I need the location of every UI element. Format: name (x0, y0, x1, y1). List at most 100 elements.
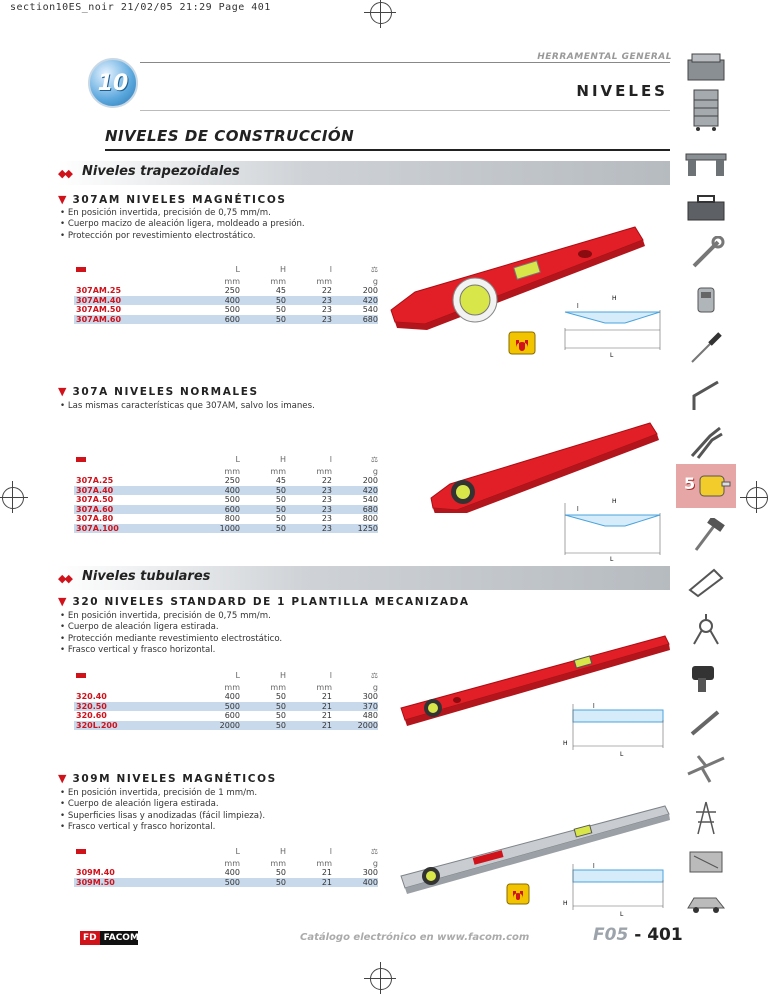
cell: 23 (286, 504, 332, 514)
bullet: Superficies lisas y anodizadas (fácil li… (60, 811, 265, 822)
weight-icon: ⚖ (370, 264, 378, 274)
cell: 50 (240, 295, 286, 305)
tool-cabinet-icon[interactable] (684, 88, 728, 132)
cell: 50 (275, 305, 286, 315)
unit: mm (316, 682, 332, 692)
ref: 309M.40 (76, 868, 115, 878)
bullet-list: Las mismas características que 307AM, sa… (60, 401, 315, 412)
crop-mark-right (746, 487, 768, 509)
electrical-pylon-icon[interactable] (684, 800, 728, 836)
brand-mark (74, 668, 194, 682)
puller-icon[interactable] (684, 612, 728, 648)
dim-L: L (620, 911, 624, 918)
cell: 500 (194, 877, 240, 887)
cell: 800 (224, 514, 240, 524)
cell: 50 (275, 692, 286, 702)
page-number: F05 - 401 (593, 925, 683, 945)
cell: 22 (321, 286, 332, 296)
col-header: H (279, 264, 286, 274)
bullet: Frasco vertical y frasco horizontal. (60, 645, 282, 656)
tape-measure-icon (699, 475, 731, 497)
group-title: Niveles tubulares (82, 569, 211, 584)
bullet: Frasco vertical y frasco horizontal. (60, 822, 265, 833)
aircraft-icon[interactable] (684, 750, 728, 786)
dimension-diagram: L l H (564, 295, 661, 359)
bullet: Cuerpo macizo de aleación ligera, moldea… (60, 219, 305, 230)
cell: 300 (362, 868, 378, 878)
page-prefix: F05 (593, 925, 629, 945)
col-header: L (235, 264, 240, 274)
triangle-down-icon: ▼ (58, 595, 67, 608)
hacksaw-icon[interactable] (684, 564, 728, 600)
crop-line (0, 497, 28, 498)
bullet: Cuerpo de aleación ligera estirada. (60, 799, 265, 810)
ref: 307A.60 (74, 504, 194, 514)
ref: 307AM.25 (76, 286, 122, 296)
hammer-icon[interactable] (684, 518, 728, 554)
cell: 23 (286, 485, 332, 495)
ref: 320L.200 (74, 720, 194, 730)
cell: 2000 (194, 720, 240, 730)
screwdriver-icon[interactable] (684, 330, 728, 366)
tool-set-icon[interactable] (684, 844, 728, 880)
cell: 400 (194, 485, 240, 495)
cell: 21 (286, 701, 332, 711)
level-320-image (400, 635, 670, 726)
unit: mm (270, 858, 286, 868)
ref: 307A.50 (76, 495, 114, 505)
dim-H: H (612, 295, 617, 302)
col-header: H (279, 454, 286, 464)
unit: mm (224, 466, 240, 476)
dim-l: l (577, 506, 579, 513)
cell: 45 (275, 286, 286, 296)
cell: 21 (286, 720, 332, 730)
pliers-icon[interactable] (684, 424, 728, 460)
toolbox-icon[interactable] (684, 190, 728, 226)
workbench-icon[interactable] (684, 144, 728, 180)
group-band-trapezoidal: ◆◆ Niveles trapezoidales (58, 161, 670, 185)
product-title-text: 307A NIVELES NORMALES (72, 386, 259, 398)
crop-line (364, 978, 396, 979)
bullet-list: En posición invertida, precisión de 1 mm… (60, 788, 265, 834)
section-label: HERRAMENTAL GENERAL (537, 52, 672, 62)
ref: 307AM.50 (76, 305, 122, 315)
print-header: section10ES_noir 21/02/05 21:29 Page 401 (10, 2, 271, 13)
hex-key-icon[interactable] (684, 378, 728, 414)
cell: 400 (332, 877, 378, 887)
col-header: L (235, 846, 240, 856)
active-category-tab[interactable]: 5 (676, 464, 736, 508)
cell: 300 (362, 692, 378, 702)
brand-mark (74, 844, 194, 858)
product-title-text: 320 NIVELES STANDARD DE 1 PLANTILLA MECA… (72, 596, 470, 608)
cell: 45 (275, 476, 286, 486)
cell: 480 (362, 711, 378, 721)
cell: 400 (224, 692, 240, 702)
product-title: ▼307AM NIVELES MAGNÉTICOS (58, 193, 287, 206)
cell: 250 (224, 286, 240, 296)
socket-icon[interactable] (684, 282, 728, 318)
toolbox-open-icon[interactable] (684, 50, 728, 86)
ref: 307A.80 (76, 514, 114, 524)
level-307am-image (390, 226, 645, 355)
unit: g (372, 276, 378, 286)
unit: mm (316, 858, 332, 868)
impact-wrench-icon[interactable] (684, 658, 728, 694)
cell: 50 (240, 504, 286, 514)
cell: 50 (240, 523, 286, 533)
col-header: l (329, 846, 332, 856)
pipe-wrench-icon[interactable] (684, 704, 728, 740)
car-icon[interactable] (684, 884, 728, 920)
unit: g (372, 682, 378, 692)
wrench-icon[interactable] (684, 236, 728, 272)
